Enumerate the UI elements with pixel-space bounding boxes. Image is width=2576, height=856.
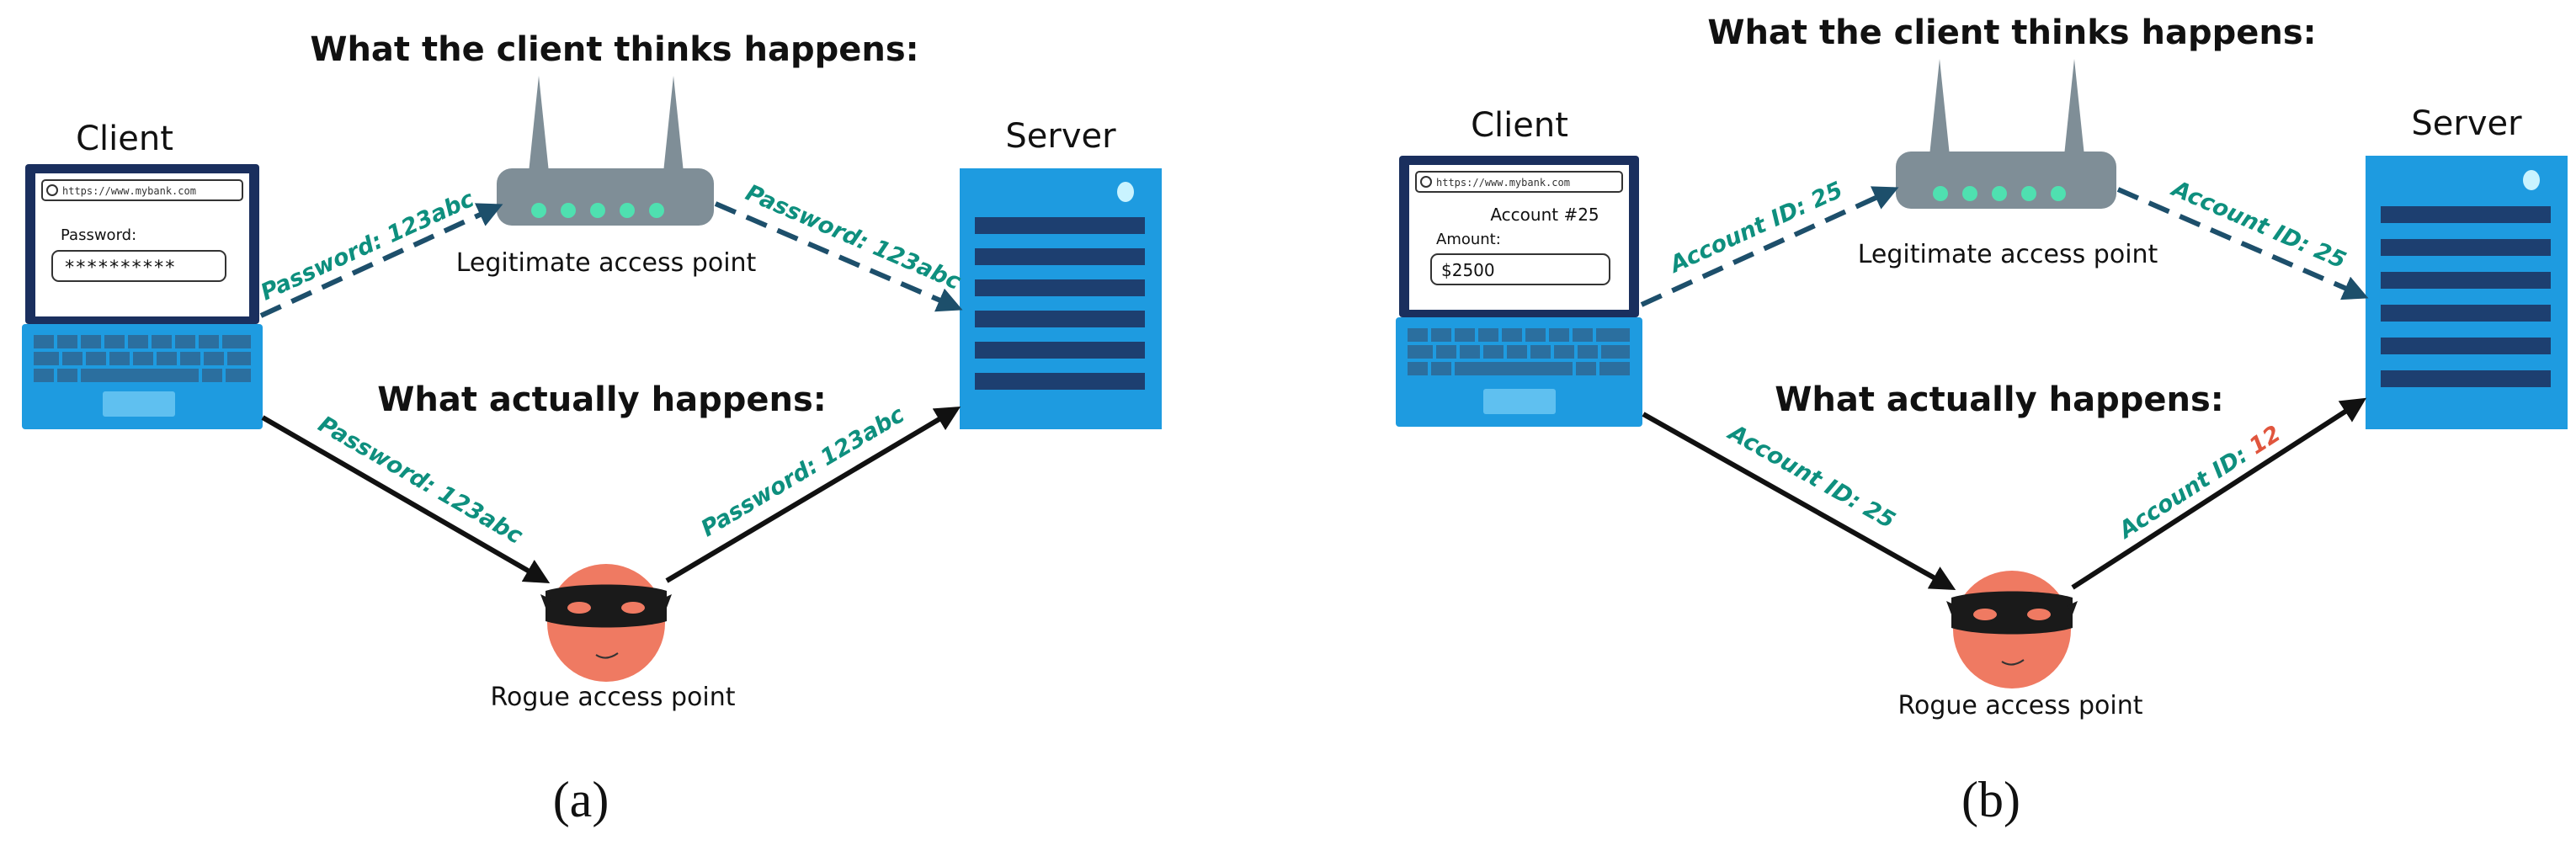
caption-a: (a) (553, 772, 609, 827)
msg-rogue-to-server: Account ID: 12 (2113, 421, 2286, 545)
client-laptop-icon: Client https://www.mybank.com Password: … (22, 120, 263, 429)
msg-client-to-rogue: Password: 123abc (314, 412, 527, 550)
legit-router-icon: Legitimate access point (456, 76, 757, 278)
panel-a: What the client thinks happens: What act… (22, 30, 1162, 827)
laptop-keyboard (1408, 328, 1630, 375)
arrow-client-to-ap (1640, 186, 1899, 307)
heading-actually-happens: What actually happens: (1775, 380, 2224, 419)
client-laptop-icon: Client https://www.mybank.com Account #2… (1396, 106, 1642, 427)
arrow-client-to-rogue (1642, 412, 1956, 590)
msg-ap-to-server: Password: 123abc (742, 180, 965, 295)
server-label: Server (2411, 104, 2522, 143)
amount-label: Amount: (1436, 231, 1501, 248)
rogue-face-icon: Rogue access point (490, 564, 736, 712)
arrow-rogue-to-server (665, 406, 961, 583)
legit-ap-label: Legitimate access point (456, 248, 757, 278)
account-title: Account #25 (1490, 205, 1599, 225)
msg-client-to-ap: Password: 123abc (257, 186, 478, 306)
server-icon: Server (960, 117, 1162, 429)
heading-actually-happens: What actually happens: (377, 380, 827, 419)
server-label: Server (1005, 117, 1116, 156)
rogue-ap-label: Rogue access point (1897, 691, 2142, 720)
client-label: Client (76, 120, 173, 158)
heading-client-thinks: What the client thinks happens: (310, 30, 918, 69)
client-label: Client (1471, 106, 1568, 145)
browser-url: https://www.mybank.com (62, 185, 196, 197)
panel-b: What the client thinks happens: What act… (1396, 13, 2568, 827)
server-icon: Server (2366, 104, 2568, 429)
msg-rogue-to-server: Password: 123abc (697, 401, 909, 542)
arrow-rogue-to-server (2071, 397, 2367, 590)
rogue-face-icon: Rogue access point (1897, 571, 2143, 720)
legit-router-icon: Legitimate access point (1858, 59, 2158, 269)
heading-client-thinks: What the client thinks happens: (1707, 13, 2316, 52)
rogue-ap-label: Rogue access point (490, 683, 735, 712)
browser-url: https://www.mybank.com (1436, 177, 1570, 189)
arrow-ap-to-server (714, 201, 963, 312)
password-label: Password: (61, 226, 136, 244)
caption-b: (b) (1961, 772, 2020, 827)
msg-rogue-prefix: Account ID: (2113, 438, 2259, 545)
laptop-keyboard (34, 335, 251, 382)
arrow-ap-to-server (2116, 187, 2369, 300)
arrow-client-to-rogue (261, 415, 551, 584)
legit-ap-label: Legitimate access point (1858, 240, 2158, 269)
arrow-client-to-ap (259, 203, 503, 318)
amount-field: $2500 (1441, 260, 1495, 280)
msg-client-to-ap: Account ID: 25 (1664, 177, 1846, 279)
password-field: ********** (64, 258, 175, 279)
